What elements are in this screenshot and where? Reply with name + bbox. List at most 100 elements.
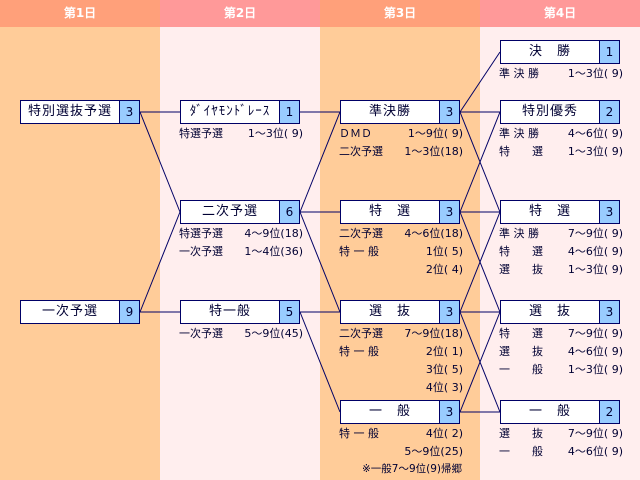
qualifier-rank: 1～3位( 9): [567, 263, 623, 276]
qualifier-rank: 4位( 3): [425, 381, 463, 394]
qualifier-source: 特選予選: [179, 127, 223, 140]
qualifier-source: 一次予選: [179, 245, 223, 258]
race-name: 特別選抜予選: [21, 101, 120, 123]
race-name: 二次予選: [181, 201, 280, 223]
qualifier-rank: 3位( 5): [425, 363, 463, 376]
qualifier-source: 一 般: [499, 363, 543, 376]
qualifier-row: ＤＭＤ 1～9位( 9): [339, 125, 463, 143]
race-count: 3: [440, 101, 459, 123]
qualifier-rank: 1～9位( 9): [407, 127, 463, 140]
race-name: ﾀﾞｲﾔﾓﾝﾄﾞﾚｰｽ: [181, 101, 280, 123]
qualifier-rank: 1位( 5): [425, 245, 463, 258]
qualifier-row: 5～9位(25): [339, 443, 463, 461]
qualifier-row: 特選予選 1～3位( 9): [179, 125, 303, 143]
race-count: 5: [280, 301, 299, 323]
qualifier-row: 特 一 般 4位( 2): [339, 425, 463, 443]
qualifier-row: 二次予選 4～6位(18): [339, 225, 463, 243]
race-name: 一次予選: [21, 301, 120, 323]
qualifier-source: 特 選: [499, 145, 543, 158]
bracket-connector: [459, 311, 501, 413]
bracket-connector: [139, 111, 181, 213]
qualifier-row: 選 抜 4～6位( 9): [499, 343, 623, 361]
day2-header: 第2日: [160, 0, 320, 27]
qualifier-source: 二次予選: [339, 327, 383, 340]
race-count: 1: [280, 101, 299, 123]
race-count: 2: [600, 101, 619, 123]
day1-column: 第1日: [0, 0, 160, 480]
race-name: 選 抜: [501, 301, 600, 323]
bracket-connector: [139, 211, 181, 313]
race-count: 3: [600, 201, 619, 223]
day2-column: 第2日: [160, 0, 320, 480]
qualifier-rank: 2位( 4): [425, 263, 463, 276]
qualifier-source: 選 抜: [499, 345, 543, 358]
qualifier-rank: 1～3位( 9): [567, 67, 623, 80]
qualifier-rank: 4～6位(18): [404, 227, 463, 240]
race-name: 一 般: [501, 401, 600, 423]
qualifier-source: 特選予選: [179, 227, 223, 240]
qualifier-rank: 1～3位( 9): [567, 363, 623, 376]
race-count: 3: [440, 201, 459, 223]
qualifier-rank: 4～6位( 9): [567, 245, 623, 258]
qualifier-row: 一次予選 5～9位(45): [179, 325, 303, 343]
race-name: 準決勝: [341, 101, 440, 123]
bracket-connector: [299, 311, 341, 413]
race-name: 決 勝: [501, 41, 600, 63]
qualifier-rank: 7～9位( 9): [567, 227, 623, 240]
race-name: 特別優秀: [501, 101, 600, 123]
race-name: 選 抜: [341, 301, 440, 323]
bracket-connector: [459, 211, 501, 313]
race-name: 一 般: [341, 401, 440, 423]
race-count: 3: [120, 101, 139, 123]
qualifier-source: 特 一 般: [339, 427, 379, 440]
qualifier-rank: 2位( 1): [425, 345, 463, 358]
qualifier-source: 選 抜: [499, 263, 543, 276]
qualifier-source: 準 決 勝: [499, 127, 539, 140]
qualifier-source: 二次予選: [339, 145, 383, 158]
qualifier-source: 準 決 勝: [499, 67, 539, 80]
race-count: 9: [120, 301, 139, 323]
bracket-connector: [299, 211, 341, 313]
qualifier-row: 準 決 勝 4～6位( 9): [499, 125, 623, 143]
qualifier-rank: 1～3位( 9): [567, 145, 623, 158]
qualifier-source: 二次予選: [339, 227, 383, 240]
race-name: 特一般: [181, 301, 280, 323]
qualifier-row: 特 選 1～3位( 9): [499, 143, 623, 161]
qualifier-rank: 4～6位( 9): [567, 445, 623, 458]
qualifier-rank: 4～6位( 9): [567, 345, 623, 358]
qualifier-rank: 4位( 2): [425, 427, 463, 440]
qualifier-source: ＤＭＤ: [339, 127, 372, 140]
qualifier-source: 一次予選: [179, 327, 223, 340]
day4-header: 第4日: [480, 0, 640, 27]
qualifier-row: 準 決 勝 1～3位( 9): [499, 65, 623, 83]
qualifier-rank: 1～3位( 9): [247, 127, 303, 140]
qualifier-rank: 5～9位(45): [244, 327, 303, 340]
race-name: 特 選: [341, 201, 440, 223]
race-count: 2: [600, 401, 619, 423]
qualifier-source: 特 選: [499, 327, 543, 340]
qualifier-rank: 4～6位( 9): [567, 127, 623, 140]
race-count: 3: [600, 301, 619, 323]
qualifier-row: 選 抜 1～3位( 9): [499, 261, 623, 279]
race-count: 6: [280, 201, 299, 223]
qualifier-rank: 7～9位( 9): [567, 327, 623, 340]
